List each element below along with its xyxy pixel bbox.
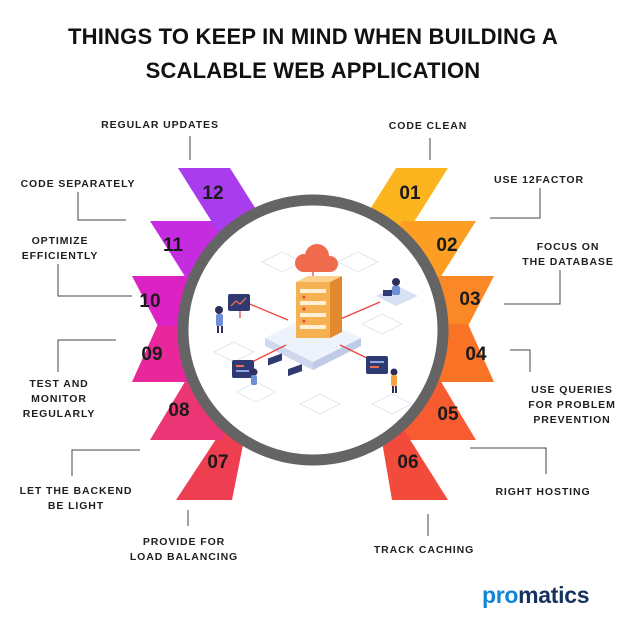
label-05: RIGHT HOSTING	[495, 486, 591, 498]
brand-logo: promatics	[482, 582, 590, 608]
step-number-03: 03	[459, 289, 480, 310]
step-number-02: 02	[436, 235, 457, 256]
step-number-07: 07	[207, 452, 228, 473]
step-number-08: 08	[168, 400, 189, 421]
server-illustration	[212, 244, 418, 415]
leader-line-10	[57, 264, 132, 297]
step-number-09: 09	[141, 344, 162, 365]
label-11: CODE SEPARATELY	[20, 178, 136, 190]
leader-line-05	[470, 447, 547, 474]
step-number-06: 06	[397, 452, 418, 473]
label-12: REGULAR UPDATES	[101, 119, 219, 131]
leader-line-09	[57, 339, 116, 372]
label-01: CODE CLEAN	[388, 120, 468, 132]
step-number-12: 12	[202, 183, 223, 204]
leader-line-11	[77, 192, 126, 221]
step-number-11: 11	[163, 235, 184, 256]
leader-line-08	[71, 449, 140, 476]
title-line-1: THINGS TO KEEP IN MIND WHEN BUILDING A	[68, 24, 558, 49]
leader-line-03	[504, 270, 561, 305]
step-number-04: 04	[465, 344, 487, 365]
leader-line-04	[510, 349, 531, 372]
leader-line-02	[490, 188, 541, 219]
step-number-10: 10	[139, 291, 160, 312]
chevron-arrow-06	[380, 430, 448, 500]
step-number-05: 05	[437, 404, 459, 425]
label-06: TRACK CACHING	[373, 544, 475, 556]
step-number-01: 01	[399, 183, 421, 204]
chevron-arrow-07	[176, 430, 246, 500]
title-line-2: SCALABLE WEB APPLICATION	[145, 58, 481, 83]
label-02: USE 12FACTOR	[494, 174, 584, 186]
